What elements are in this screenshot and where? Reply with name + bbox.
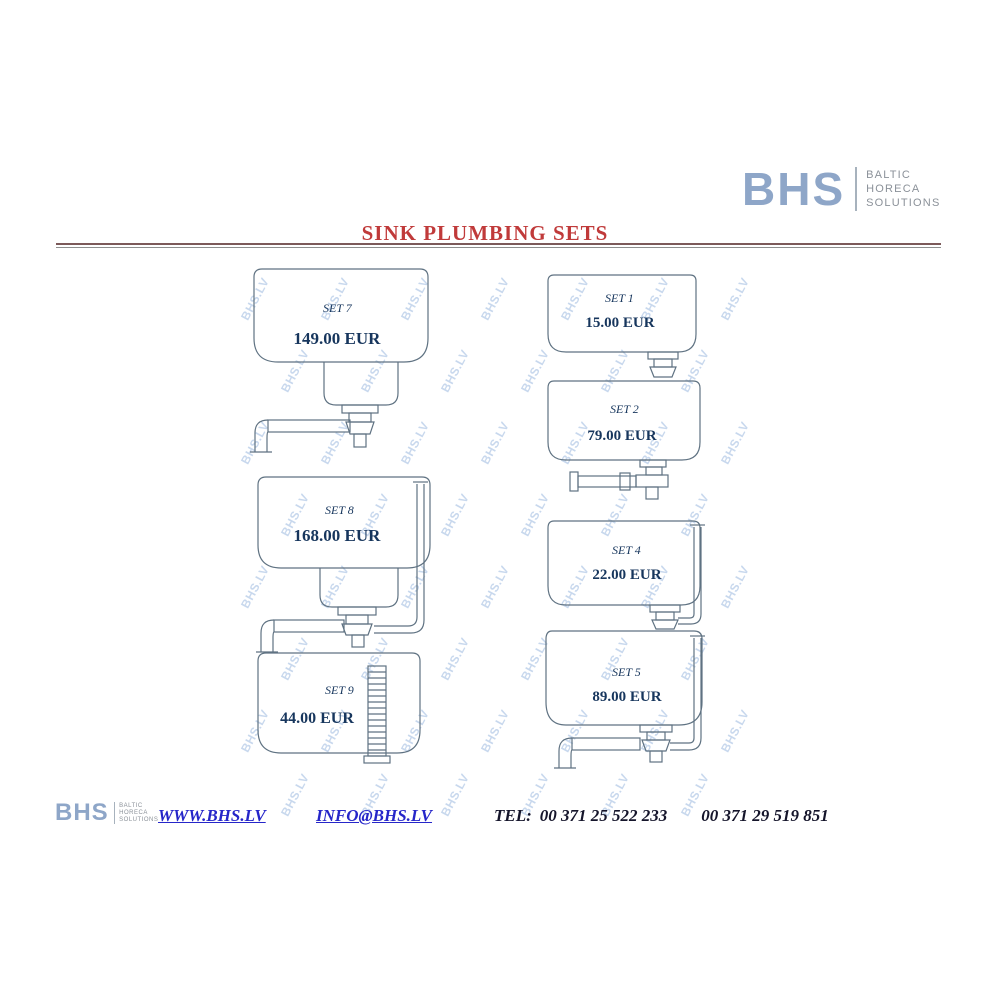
product-set-7: SET 7 149.00 EUR xyxy=(246,266,438,464)
price: 44.00 EUR xyxy=(280,710,354,727)
tel-label: TEL: xyxy=(494,806,532,825)
sink-diagram-set-4 xyxy=(547,520,705,630)
price: 22.00 EUR xyxy=(592,567,662,583)
watermark-text: BHS.LV xyxy=(718,275,753,323)
brand-tagline: BALTIC HORECA SOLUTIONS xyxy=(866,168,940,210)
set-label: SET 7 xyxy=(323,301,352,315)
watermark-text: BHS.LV xyxy=(718,707,753,755)
phone-numbers: TEL: 00 371 25 522 233 00 371 29 519 851 xyxy=(494,806,829,826)
watermark-text: BHS.LV xyxy=(478,707,513,755)
watermark-text: BHS.LV xyxy=(718,419,753,467)
product-set-4: SET 4 22.00 EUR xyxy=(544,518,710,633)
tagline-line-2: HORECA xyxy=(866,183,921,195)
watermark-text: BHS.LV xyxy=(438,491,473,539)
sink-diagram-set-7 xyxy=(250,268,429,453)
tagline-line-1: BALTIC xyxy=(866,169,912,181)
sink-diagram-set-8 xyxy=(256,476,431,653)
phone-number-2: 00 371 29 519 851 xyxy=(701,806,829,825)
watermark-text: BHS.LV xyxy=(438,635,473,683)
phone-number-1: 00 371 25 522 233 xyxy=(539,806,668,825)
email-link[interactable]: INFO@BHS.LV xyxy=(316,806,433,825)
logo-divider xyxy=(855,167,858,211)
sink-diagram-set-1 xyxy=(547,274,697,378)
watermark-text: BHS.LV xyxy=(478,419,513,467)
product-set-2: SET 2 79.00 EUR xyxy=(544,378,708,506)
footer-tagline-line-3: SOLUTIONS xyxy=(119,816,159,823)
sink-diagram-set-2 xyxy=(547,380,701,500)
price: 149.00 EUR xyxy=(293,329,381,348)
set-label: SET 4 xyxy=(612,543,641,557)
product-set-8: SET 8 168.00 EUR xyxy=(250,474,442,666)
footer-logo-divider xyxy=(113,802,116,824)
brand-logo: BHS BALTIC HORECA SOLUTIONS xyxy=(742,166,941,212)
product-set-9: SET 9 44.00 EUR xyxy=(250,650,432,772)
footer: BHS BALTIC HORECA SOLUTIONS WWW.BHS.LV I… xyxy=(0,798,1000,840)
price: 168.00 EUR xyxy=(293,526,381,545)
tagline-line-3: SOLUTIONS xyxy=(866,197,941,209)
title-rule xyxy=(56,243,941,248)
product-set-5: SET 5 89.00 EUR xyxy=(542,628,712,772)
price: 89.00 EUR xyxy=(592,689,662,705)
price: 79.00 EUR xyxy=(587,428,657,444)
set-label: SET 1 xyxy=(605,291,634,305)
watermark-text: BHS.LV xyxy=(718,563,753,611)
watermark-text: BHS.LV xyxy=(478,563,513,611)
set-label: SET 5 xyxy=(612,665,641,679)
footer-brand-tagline: BALTIC HORECA SOLUTIONS xyxy=(119,803,158,824)
page-title: SINK PLUMBING SETS xyxy=(361,221,609,245)
footer-tagline-line-2: HORECA xyxy=(119,809,148,816)
sink-diagram-set-5 xyxy=(545,630,705,769)
website-link[interactable]: WWW.BHS.LV xyxy=(158,806,266,825)
footer-logo-text: BHS xyxy=(55,799,109,826)
price: 15.00 EUR xyxy=(585,315,655,331)
product-set-1: SET 1 15.00 EUR xyxy=(544,272,704,384)
footer-tagline-line-1: BALTIC xyxy=(119,802,143,809)
set-label: SET 9 xyxy=(325,683,354,697)
brand-logo-text: BHS xyxy=(742,163,846,215)
sink-diagram-set-9 xyxy=(257,652,421,764)
set-label: SET 8 xyxy=(325,503,354,517)
watermark-text: BHS.LV xyxy=(438,347,473,395)
footer-brand-logo: BHS BALTIC HORECA SOLUTIONS xyxy=(55,801,158,825)
set-label: SET 2 xyxy=(610,402,639,416)
watermark-text: BHS.LV xyxy=(478,275,513,323)
